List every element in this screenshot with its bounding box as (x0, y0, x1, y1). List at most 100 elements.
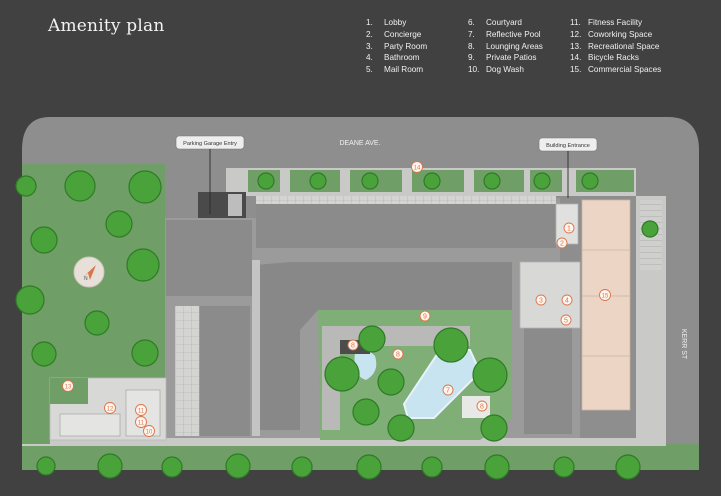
legend-number: 4. (366, 53, 373, 63)
tree-icon (36, 456, 56, 476)
legend-label: Bicycle Racks (588, 53, 639, 63)
legend-item: 11. Fitness Facility (570, 18, 661, 30)
legend-number: 6. (468, 18, 475, 27)
trees (15, 170, 659, 480)
tree-icon (356, 454, 382, 480)
park-southwest (22, 378, 50, 444)
marker-4: 4 (561, 294, 573, 306)
tree-icon (324, 356, 360, 392)
legend-item: 13. Recreational Space (570, 42, 661, 54)
legend-label: Fitness Facility (588, 18, 643, 27)
legend-label: Mail Room (384, 65, 424, 75)
roof-southwest (200, 306, 250, 436)
marker-label: 3 (539, 298, 543, 305)
coworking-room (59, 413, 121, 437)
marker-label: 7 (446, 388, 450, 395)
tree-icon (423, 172, 441, 190)
marker-11: 11 (135, 416, 147, 428)
callout-building-entrance: Building Entrance (538, 137, 598, 198)
marker-label: 8 (480, 404, 484, 411)
marker-label: 14 (414, 166, 421, 172)
legend-label: Private Patios (486, 53, 537, 63)
roof-north (256, 200, 556, 248)
legend-item: 10.Dog Wash (468, 65, 543, 77)
tree-icon (377, 368, 405, 396)
markers: 1 2 3 4 5 7 8 8 8 9 10 11 11 12 13 14 15 (62, 161, 611, 437)
legend-item: 4.Bathroom (366, 53, 427, 65)
legend-label: Commercial Spaces (588, 65, 662, 75)
legend-number: 14. (570, 53, 582, 63)
legend-label: Lobby (384, 18, 407, 27)
legend-number: 11. (570, 18, 581, 27)
roof-west (166, 220, 252, 296)
legend-item: 12.Coworking Space (570, 30, 661, 42)
marker-label: 11 (138, 421, 145, 427)
legend-item: 14. Bicycle Racks (570, 53, 661, 65)
marker-8: 8 (347, 339, 359, 351)
marker-14: 14 (411, 161, 423, 173)
legend-column-1: 1.Lobby 2. Concierge 3.Party Room 4.Bathr… (366, 18, 427, 77)
marker-8: 8 (392, 348, 404, 360)
legend-label: Reflective Pool (486, 29, 541, 39)
page-title: Amenity plan (48, 16, 165, 36)
legend-number: 2. (366, 29, 373, 39)
legend-column-2: 6.Courtyard 7.Reflective Pool 8.Lounging… (468, 18, 543, 77)
street-label-north: DEANE AVE. (339, 140, 380, 147)
site-area (22, 117, 699, 470)
tree-icon (15, 285, 45, 315)
legend-number: 13. (570, 41, 582, 51)
legend-column-3: 11. Fitness Facility 12.Coworking Space 1… (570, 18, 661, 77)
legend-item: 7.Reflective Pool (468, 30, 543, 42)
tree-icon (31, 341, 57, 367)
tree-icon (483, 172, 501, 190)
tree-icon (64, 170, 96, 202)
legend-item: 2. Concierge (366, 30, 427, 42)
reflective-pool (402, 349, 482, 419)
facade-band-west (175, 306, 199, 436)
marker-label: 1 (567, 226, 571, 233)
marker-1: 1 (563, 222, 575, 234)
marker-3: 3 (535, 294, 547, 306)
legend-item: 9. Private Patios (468, 53, 543, 65)
legend-number: 3. (366, 41, 373, 51)
legend-label: Recreational Space (588, 41, 660, 51)
legend-number: 8. (468, 41, 475, 51)
sidewalk-south (22, 438, 662, 446)
legend-label: Lounging Areas (486, 41, 543, 51)
legend-item: 3.Party Room (366, 42, 427, 54)
marker-label: 15 (602, 294, 609, 300)
legend-number: 9. (468, 53, 475, 63)
tree-icon (161, 456, 183, 478)
tree-icon (105, 210, 133, 238)
tree-icon (480, 414, 508, 442)
marker-label: 2 (560, 241, 564, 248)
tree-icon (361, 172, 379, 190)
tree-icon (126, 248, 160, 282)
marker-11: 11 (135, 404, 147, 416)
legend-item: 1.Lobby (366, 18, 427, 30)
legend-item: 8. Lounging Areas (468, 42, 543, 54)
legend-item: 15.Commercial Spaces (570, 65, 661, 77)
marker-8: 8 (476, 400, 488, 412)
legend-label: Dog Wash (486, 65, 524, 75)
marker-label: 8 (351, 343, 355, 350)
legend-label: Concierge (384, 29, 422, 39)
marker-10: 10 (143, 425, 155, 437)
roof-central (256, 262, 512, 430)
facade-band-north (256, 196, 556, 204)
tree-icon (533, 172, 551, 190)
compass-icon: N (73, 256, 105, 288)
tree-icon (131, 339, 159, 367)
tree-icon (484, 454, 510, 480)
marker-label: 4 (565, 298, 569, 305)
marker-label: 5 (564, 318, 568, 325)
callout-parking-garage: Parking Garage Entry (175, 135, 245, 214)
marker-label: 13 (65, 385, 72, 391)
tree-icon (84, 310, 110, 336)
tree-icon (421, 456, 443, 478)
tree-icon (553, 456, 575, 478)
tree-icon (128, 170, 162, 204)
callout-label: Parking Garage Entry (183, 141, 237, 147)
marker-label: 8 (396, 352, 400, 359)
roof-southeast (524, 328, 572, 434)
